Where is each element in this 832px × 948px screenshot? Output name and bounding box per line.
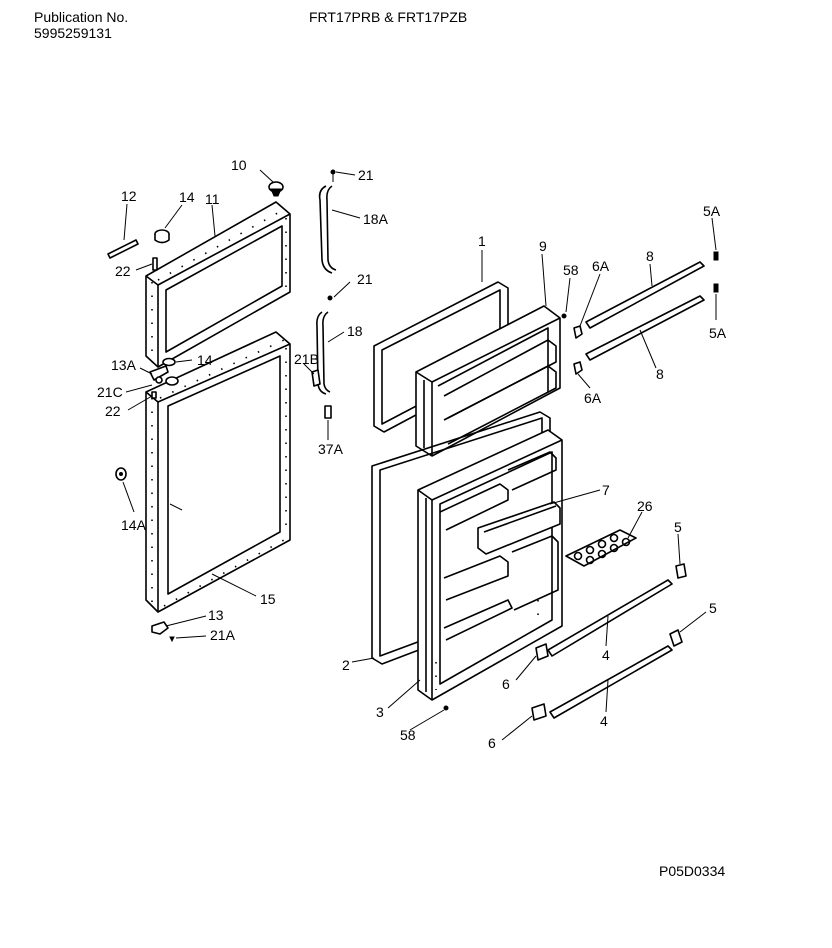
callout-6-bottom: 6	[488, 735, 496, 751]
callout-6a-bottom: 6A	[584, 390, 602, 406]
publication-label: Publication No.	[34, 9, 129, 25]
egg-tray	[565, 529, 637, 567]
fresh-food-inner-liner	[417, 429, 563, 701]
leader-lines	[122, 169, 717, 741]
callout-labels: 10 12 14 11 22 13A 14 21C 22 14A 15 13 2…	[97, 157, 727, 751]
callout-5a-top: 5A	[703, 203, 721, 219]
freezer-inner-liner	[415, 305, 561, 457]
fresh-food-door-panel	[145, 331, 291, 613]
callout-8-top: 8	[646, 248, 654, 264]
callout-6a-top: 6A	[592, 258, 610, 274]
callout-26: 26	[637, 498, 653, 514]
freezer-door-panel	[145, 201, 291, 368]
callout-58-bottom: 58	[400, 727, 416, 743]
callout-18: 18	[347, 323, 363, 339]
fresh-food-shelf-rails	[443, 313, 687, 721]
callout-15: 15	[260, 591, 276, 607]
callout-14a: 14A	[121, 517, 147, 533]
callout-21-mid: 21	[357, 271, 373, 287]
callout-18a: 18A	[363, 211, 389, 227]
publication-number: 5995259131	[34, 25, 112, 41]
callout-21b: 21B	[294, 351, 319, 367]
diagram-code: P05D0334	[659, 863, 726, 879]
callout-22-top: 22	[115, 263, 131, 279]
callout-6-top: 6	[502, 676, 510, 692]
callout-21c: 21C	[97, 384, 123, 400]
callout-2: 2	[342, 657, 350, 673]
callout-14-top: 14	[179, 189, 195, 205]
callout-58-top: 58	[563, 262, 579, 278]
callout-8-bottom: 8	[656, 366, 664, 382]
callout-11: 11	[205, 191, 220, 207]
model-title: FRT17PRB & FRT17PZB	[309, 9, 468, 25]
freezer-shelf-rails	[573, 251, 719, 375]
callout-13a: 13A	[111, 357, 137, 373]
callout-12: 12	[121, 188, 137, 204]
callout-22-mid: 22	[105, 403, 121, 419]
callout-13: 13	[208, 607, 224, 623]
callout-4-top: 4	[602, 647, 610, 663]
callout-7: 7	[602, 482, 610, 498]
callout-1: 1	[478, 233, 486, 249]
callout-5-bottom: 5	[709, 600, 717, 616]
left-hardware	[107, 181, 284, 643]
callout-37a: 37A	[318, 441, 344, 457]
callout-21a: 21A	[210, 627, 236, 643]
door-handles	[311, 169, 337, 419]
callout-3: 3	[376, 704, 384, 720]
callout-4-bottom: 4	[600, 713, 608, 729]
callout-14-mid: 14	[197, 352, 213, 368]
callout-5-top: 5	[674, 519, 682, 535]
callout-5a-bottom: 5A	[709, 325, 727, 341]
callout-9: 9	[539, 238, 547, 254]
callout-21-top: 21	[358, 167, 374, 183]
callout-10: 10	[231, 157, 247, 173]
